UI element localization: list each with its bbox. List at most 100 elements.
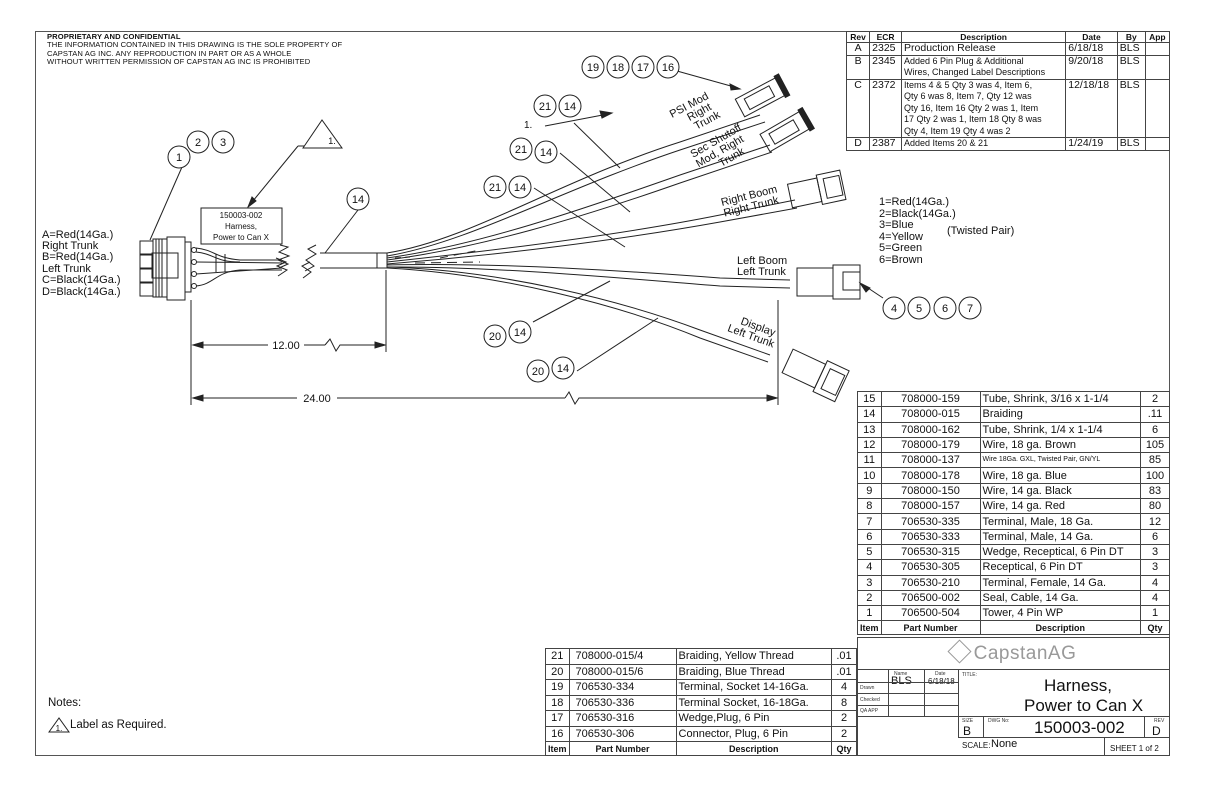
item-cell: 1 bbox=[857, 605, 882, 622]
balloon-21: 21 bbox=[515, 144, 527, 156]
app-cell bbox=[1144, 54, 1171, 80]
name-label: Name bbox=[894, 671, 908, 677]
qty-cell: 4 bbox=[1140, 574, 1170, 591]
title-block: CapstanAG Name Date Drawn Checked QA APP… bbox=[857, 637, 1170, 756]
item-cell: 19 bbox=[545, 679, 570, 696]
notes-section: Notes: 1. Label as Required. bbox=[48, 697, 167, 733]
desc-line: Items 4 & 5 Qty 3 was 4, Item 6, bbox=[904, 79, 1033, 90]
pinout-left-line: Left Trunk bbox=[42, 263, 91, 275]
balloon-20: 20 bbox=[532, 366, 544, 378]
branch-left-boom bbox=[386, 263, 791, 281]
part-number-cell: 708000-015/6 bbox=[568, 663, 677, 680]
ecr-header: ECR bbox=[869, 31, 903, 43]
part-number-header: Part Number bbox=[568, 741, 677, 756]
revision-letter: D bbox=[1152, 724, 1161, 738]
description-cell: Wire, 18 ga. Brown bbox=[979, 436, 1142, 454]
desc-line: Qty 4, Item 19 Qty 4 was 2 bbox=[904, 125, 1011, 136]
item-cell: 16 bbox=[545, 725, 570, 742]
item-cell: 12 bbox=[857, 436, 882, 454]
part-number-cell: 706530-306 bbox=[568, 725, 677, 742]
desc-line: Qty 6 was 8, Item 7, Qty 12 was bbox=[904, 91, 1032, 101]
balloon-3: 3 bbox=[220, 137, 226, 149]
part-number-cell: 708000-179 bbox=[880, 436, 981, 454]
item-cell: 13 bbox=[857, 421, 882, 438]
capstan-diamond-icon bbox=[947, 639, 972, 664]
part-number-cell: 706530-305 bbox=[880, 559, 981, 576]
sec-shutoff-connector[interactable] bbox=[759, 106, 815, 154]
item-cell: 6 bbox=[857, 528, 882, 545]
left-boom-connector[interactable] bbox=[796, 264, 861, 300]
by-cell: BLS bbox=[1116, 42, 1146, 56]
scale-value: None bbox=[991, 738, 1018, 750]
date-cell: 1/24/19 bbox=[1065, 137, 1118, 151]
app-cell bbox=[1144, 78, 1171, 138]
qty-cell: 3 bbox=[1140, 543, 1170, 561]
qty-cell: .11 bbox=[1140, 406, 1170, 423]
description-cell: Wedge, Receptical, 6 Pin DT bbox=[979, 543, 1142, 561]
title-label: TITLE: bbox=[962, 672, 978, 678]
qty-cell: 85 bbox=[1140, 452, 1170, 469]
branch-label-left-boom: Left Boom bbox=[737, 255, 787, 267]
branch-right-boom bbox=[386, 199, 796, 263]
dwg-no-label: DWG No: bbox=[988, 718, 1010, 724]
date-cell: 9/20/18 bbox=[1065, 54, 1118, 80]
pinout-right-line: 1=Red(14Ga.) bbox=[879, 196, 949, 208]
flag-note-1: 1. bbox=[328, 136, 336, 146]
dimension-12: 12.00 bbox=[272, 340, 300, 352]
part-number-cell: 706530-333 bbox=[880, 528, 981, 545]
part-number-cell: 706530-210 bbox=[880, 574, 981, 591]
by-cell: BLS bbox=[1116, 78, 1146, 138]
pinout-left-line: D=Black(14Ga.) bbox=[42, 286, 121, 298]
right-boom-connector[interactable] bbox=[786, 169, 847, 211]
qty-cell: 8 bbox=[831, 694, 857, 711]
description-cell: Braiding, Blue Thread bbox=[675, 663, 833, 680]
balloon-5: 5 bbox=[916, 303, 922, 315]
dimension-24: 24.00 bbox=[303, 393, 331, 405]
balloon-16: 16 bbox=[662, 62, 674, 74]
part-number-cell: 708000-150 bbox=[880, 482, 981, 500]
item-cell: 17 bbox=[545, 710, 570, 727]
psi-connector[interactable] bbox=[734, 73, 791, 119]
qty-cell: 80 bbox=[1140, 498, 1170, 515]
item-cell: 5 bbox=[857, 543, 882, 561]
rev-cell: C bbox=[845, 78, 871, 138]
tower-connector[interactable] bbox=[139, 236, 197, 301]
part-number-cell: 708000-015 bbox=[880, 406, 981, 423]
description-cell: Connector, Plug, 6 Pin bbox=[675, 725, 833, 742]
description-cell: Receptical, 6 Pin DT bbox=[979, 559, 1142, 576]
qty-cell: 100 bbox=[1140, 467, 1170, 484]
proprietary-heading: PROPRIETARY AND CONFIDENTIAL bbox=[47, 32, 181, 41]
display-connector[interactable] bbox=[780, 345, 850, 403]
description-cell: Terminal, Socket 14-16Ga. bbox=[675, 679, 833, 696]
revision-row: C 2372 Items 4 & 5 Qty 3 was 4, Item 6, … bbox=[845, 78, 1171, 138]
scale-label: SCALE: bbox=[962, 741, 991, 750]
description-cell: Seal, Cable, 14 Ga. bbox=[979, 589, 1142, 607]
title-line-2: Power to Can X bbox=[1024, 696, 1144, 715]
branch-label-left-boom: Left Trunk bbox=[737, 266, 786, 278]
part-number-cell: 706500-504 bbox=[880, 605, 981, 622]
item-cell: 10 bbox=[857, 467, 882, 484]
desc-cell: Production Release bbox=[901, 42, 1067, 56]
item-cell: 3 bbox=[857, 574, 882, 591]
branch-sec bbox=[386, 144, 771, 259]
balloon-14: 14 bbox=[564, 101, 576, 113]
qty-cell: 12 bbox=[1140, 513, 1170, 530]
by-cell: BLS bbox=[1116, 54, 1146, 80]
